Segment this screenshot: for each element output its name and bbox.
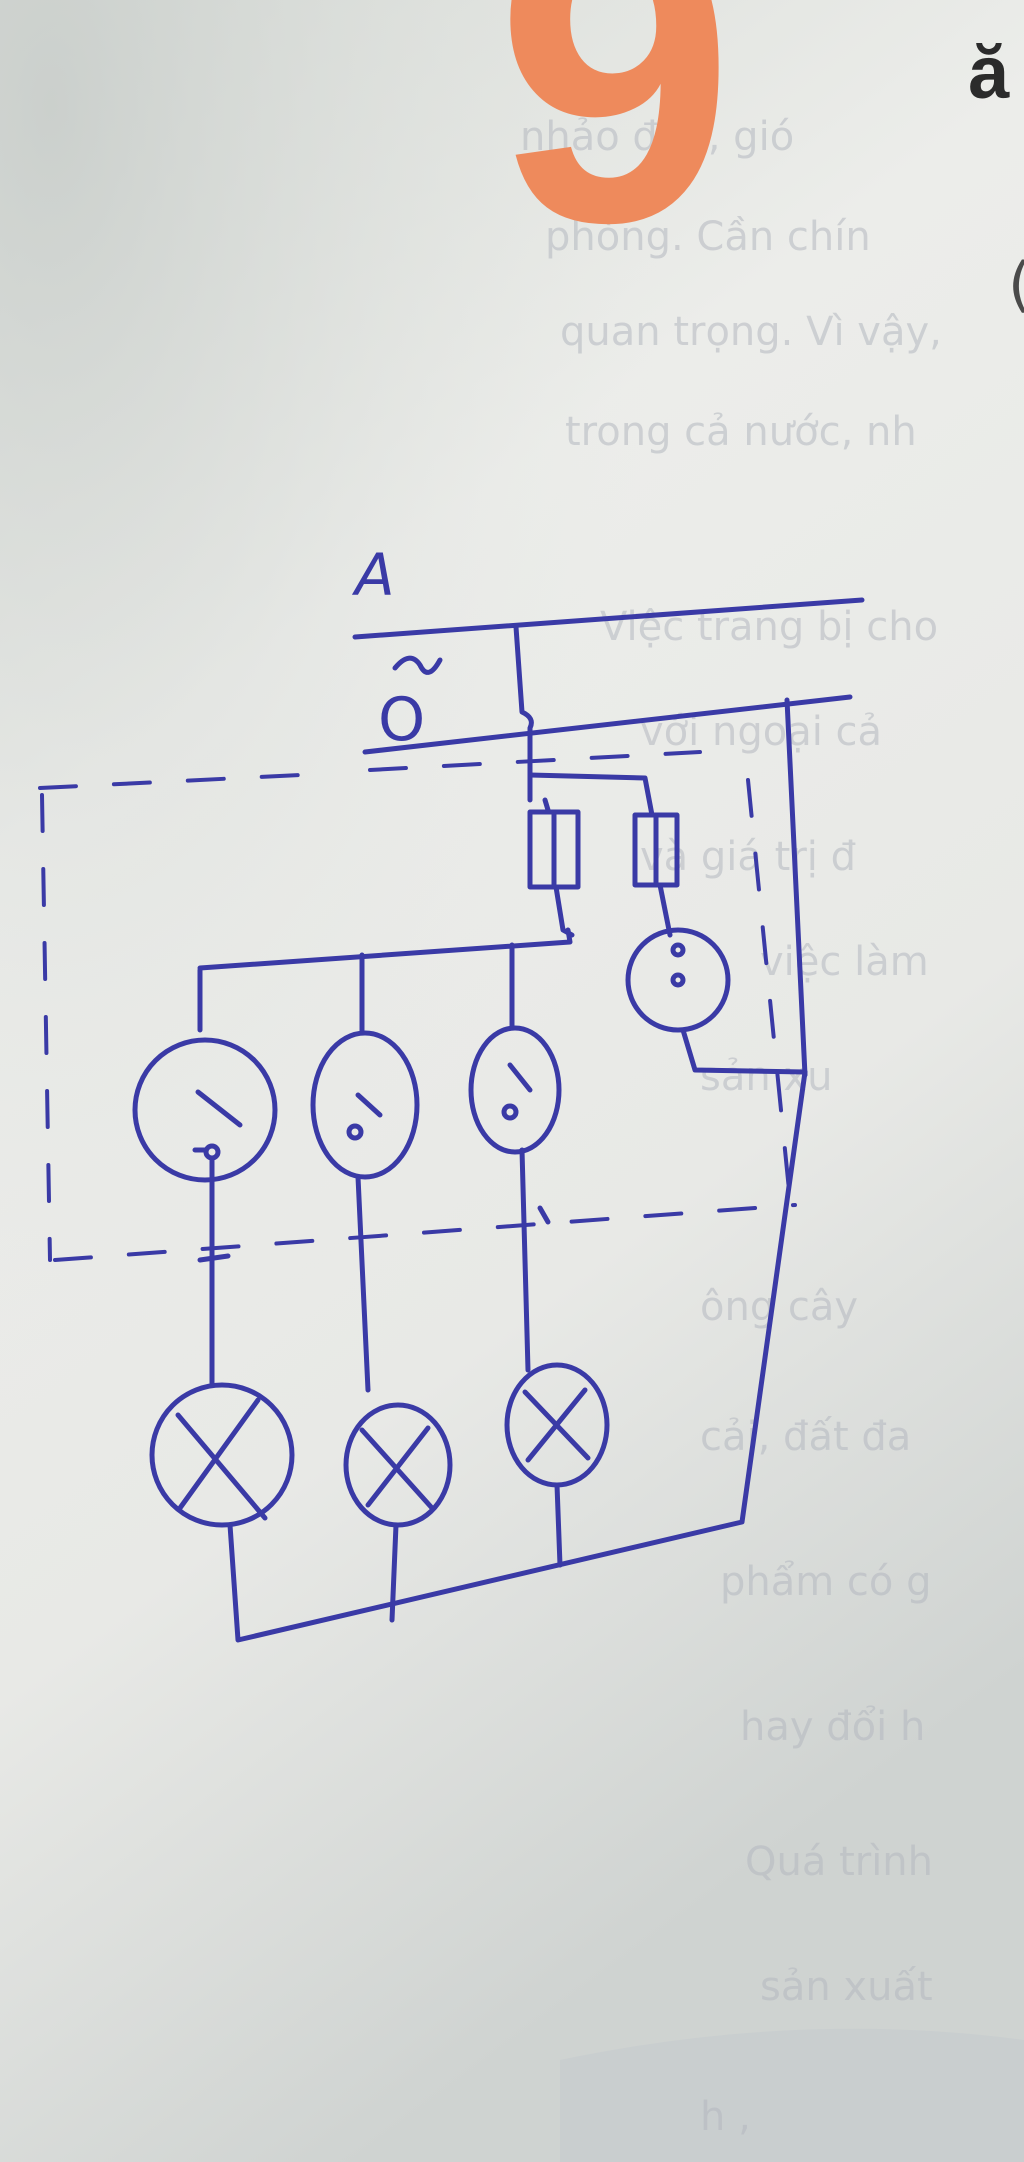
lighting-bus bbox=[197, 927, 573, 1033]
switch bbox=[468, 1025, 562, 1155]
return-bus bbox=[227, 1069, 808, 1643]
switch bbox=[132, 1037, 278, 1183]
bleed-line: Việc trang bị cho bbox=[600, 604, 938, 650]
switch-lever bbox=[192, 1089, 243, 1153]
bleed-line: hay đổi h bbox=[740, 1704, 925, 1750]
bleed-line: việc làm bbox=[760, 939, 929, 985]
lamp-cross bbox=[175, 1397, 268, 1521]
phase-drop bbox=[513, 624, 534, 803]
circuit-diagram: A O bbox=[38, 541, 865, 1643]
switch-wire bbox=[519, 1147, 531, 1373]
phase-label: A bbox=[351, 541, 395, 609]
lamp-return bbox=[554, 1482, 563, 1568]
neutral-line bbox=[362, 694, 853, 755]
lamp-return bbox=[389, 1522, 399, 1623]
bleed-line: trong cả nước, nh bbox=[565, 409, 917, 455]
socket-pin bbox=[670, 972, 686, 988]
switch-lever bbox=[355, 1092, 383, 1118]
phase-line bbox=[352, 597, 865, 640]
fuse-feed bbox=[527, 772, 655, 818]
header-fragment: ă bbox=[968, 31, 1010, 114]
socket-pin bbox=[670, 942, 686, 958]
bleed-line: nhảo đến, gió bbox=[520, 114, 794, 160]
bleed-line: h , bbox=[700, 2094, 751, 2140]
enclosure-outline bbox=[53, 1203, 797, 1262]
chapter-numeral: 9 bbox=[495, 0, 734, 312]
neutral-label: O bbox=[378, 685, 425, 755]
switch bbox=[310, 1030, 420, 1180]
enclosure-tick bbox=[197, 1253, 231, 1263]
bleed-line: sản xuất bbox=[760, 1964, 933, 2010]
lamp-cross bbox=[522, 1387, 591, 1463]
neutral-drop bbox=[784, 697, 808, 1078]
bleed-line: phẩm có g bbox=[720, 1559, 932, 1605]
socket-to-return bbox=[680, 1027, 808, 1075]
switch-contact bbox=[346, 1123, 364, 1141]
bleed-line: phòng. Cần chín bbox=[545, 214, 871, 260]
enclosure-outline bbox=[368, 750, 702, 772]
bleed-line: cải, đất đa bbox=[700, 1414, 911, 1460]
switch-lever bbox=[507, 1062, 533, 1093]
lamp-cross bbox=[359, 1425, 435, 1511]
fuse-lead bbox=[657, 882, 673, 938]
fuse-lead bbox=[542, 797, 551, 813]
bleed-line: và giá trị đ bbox=[640, 834, 856, 880]
bleed-line: Quá trình bbox=[745, 1839, 933, 1885]
header-parenthesis: ( bbox=[1008, 250, 1024, 320]
bleed-line: ông cây bbox=[700, 1284, 858, 1330]
lamp bbox=[149, 1382, 295, 1528]
switch-wire bbox=[355, 1174, 371, 1393]
enclosure-tick bbox=[537, 1205, 551, 1225]
switch-contact bbox=[501, 1103, 519, 1121]
bottom-shadow bbox=[560, 2028, 1024, 2162]
enclosure-outline bbox=[40, 793, 52, 1262]
socket bbox=[625, 927, 731, 1033]
bleed-line: quan trọng. Vì vậy, bbox=[560, 309, 942, 355]
ac-tilde-symbol bbox=[392, 655, 443, 675]
bleed-line: sản xu bbox=[700, 1054, 832, 1100]
